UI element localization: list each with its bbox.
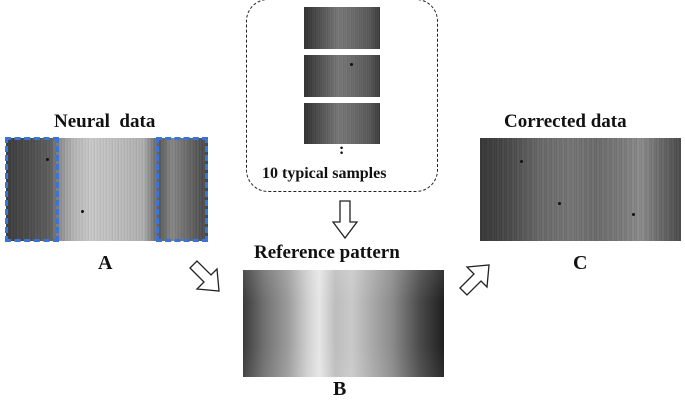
panel-c-letter: C bbox=[573, 252, 588, 274]
corrected-data-image bbox=[480, 138, 681, 241]
samples-caption: 10 typical samples bbox=[262, 165, 387, 182]
arrow-down-right-icon bbox=[189, 260, 220, 292]
arrow-down-icon bbox=[332, 200, 358, 240]
sample-image-3 bbox=[304, 103, 380, 144]
left-highlight-region bbox=[5, 137, 59, 242]
neural-data-title: Neural data bbox=[54, 111, 156, 132]
sample-image-2 bbox=[304, 55, 380, 97]
arrow-up-right-icon bbox=[459, 264, 490, 296]
neural-data-image bbox=[6, 138, 208, 241]
panel-a-letter: A bbox=[98, 252, 113, 274]
panel-b-letter: B bbox=[333, 378, 347, 400]
corrected-data-title: Corrected data bbox=[504, 111, 627, 132]
right-highlight-region bbox=[156, 137, 208, 242]
reference-pattern-title: Reference pattern bbox=[254, 242, 400, 263]
reference-pattern-image bbox=[243, 270, 444, 377]
typical-samples-box bbox=[246, 0, 438, 192]
sample-image-1 bbox=[304, 7, 380, 49]
samples-ellipsis: : bbox=[339, 141, 345, 158]
